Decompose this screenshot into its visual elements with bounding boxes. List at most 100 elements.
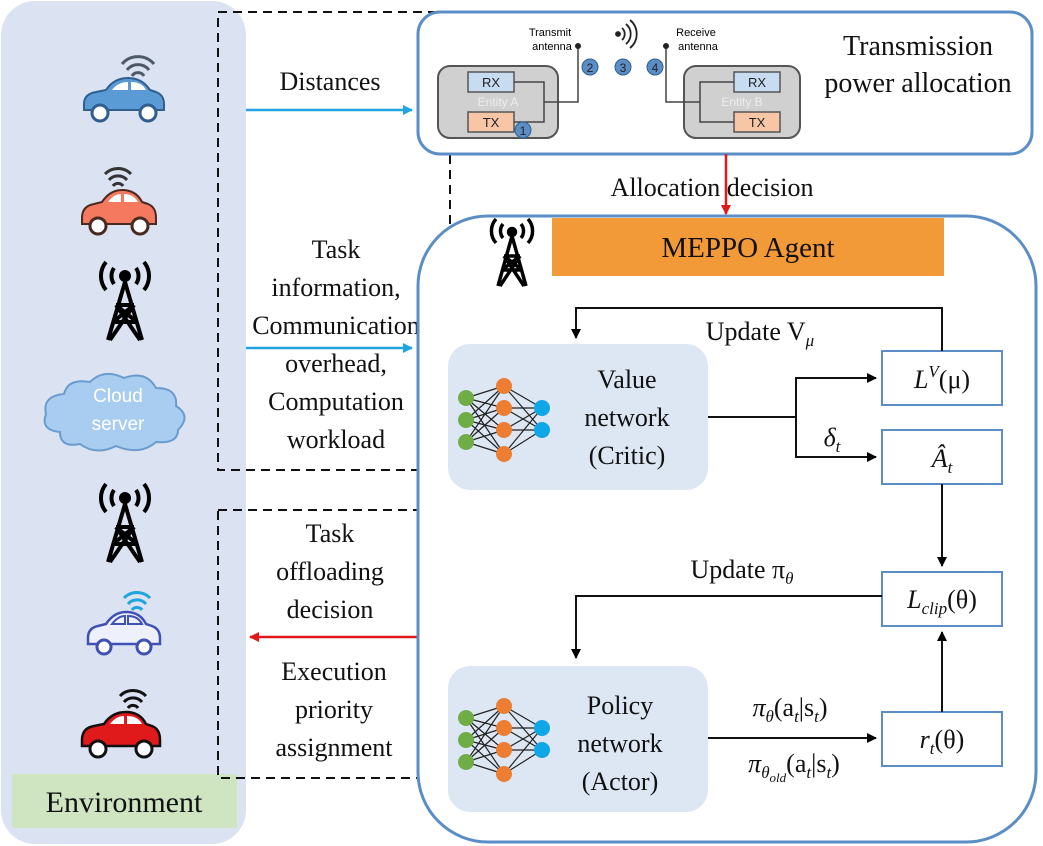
nn-node xyxy=(496,766,512,782)
pi-old-part: π xyxy=(748,749,762,778)
ratio-part: (θ) xyxy=(935,725,965,754)
ratio-part: r xyxy=(920,725,931,754)
pi-theta-part: t xyxy=(814,707,820,726)
nn-edge xyxy=(503,727,543,775)
nn-node xyxy=(496,400,512,416)
wireless-signal-icon xyxy=(615,19,638,49)
pi-old-part: ) xyxy=(831,749,840,778)
step-label: 2 xyxy=(587,61,594,75)
pi-old-part: old xyxy=(770,770,787,785)
task-info-line: Communication xyxy=(252,311,420,340)
pi-old-label: πθold(at|st) xyxy=(748,749,840,785)
ratio-box xyxy=(881,711,1003,767)
nn-node xyxy=(458,412,474,428)
distances-label: Distances xyxy=(279,67,380,96)
cell-tower-icon xyxy=(98,260,152,342)
tx-label: TX xyxy=(749,115,766,130)
entity-a-label: Entity A xyxy=(478,95,519,109)
loss-clip-label: Lclip(θ) xyxy=(906,585,977,618)
nn-node xyxy=(458,754,474,770)
pi-theta-part: (a xyxy=(774,693,795,722)
loss-clip-part: clip xyxy=(922,599,948,618)
car-icon xyxy=(83,55,165,123)
task-info-line: overhead, xyxy=(285,349,387,378)
step-badge xyxy=(614,58,632,76)
nn-node xyxy=(496,446,512,462)
advantage-part: Â xyxy=(930,444,948,473)
transmission-title: Transmission xyxy=(843,31,993,62)
pi-old-part: (a xyxy=(786,749,807,778)
transmission-title: power allocation xyxy=(824,68,1011,99)
ratio-part: t xyxy=(930,739,936,758)
car-icon xyxy=(80,689,162,759)
priority-label: Execution priority assignment xyxy=(276,657,394,762)
delta-label: δt xyxy=(824,423,842,456)
environment-label: Environment xyxy=(46,786,203,819)
policy-network-box xyxy=(448,666,708,812)
nn-edge xyxy=(465,385,505,421)
policy-network-label: network xyxy=(577,729,662,758)
to-loss-v-arrow xyxy=(795,373,877,417)
pi-theta-part: π xyxy=(752,693,766,722)
nn-edge xyxy=(503,407,543,455)
nn-edge xyxy=(465,407,505,443)
receive-antenna-label: Receive xyxy=(676,27,716,39)
pi-old-part: θ xyxy=(761,763,769,782)
loss-v-part: V xyxy=(928,362,941,381)
loss-v-label: LV(μ) xyxy=(913,362,970,394)
task-info-line: information, xyxy=(271,273,400,302)
nn-edge xyxy=(465,705,505,763)
nn-node xyxy=(534,422,550,438)
cloud-server-icon: Cloud server xyxy=(43,372,186,452)
loss-clip-box xyxy=(881,571,1003,627)
update-v-part: Update V xyxy=(706,317,806,346)
priority-line: assignment xyxy=(276,733,394,762)
pi-theta-part: ) xyxy=(819,693,828,722)
update-pi-part: θ xyxy=(785,569,793,588)
step-label: 3 xyxy=(620,61,627,75)
nn-edge xyxy=(465,705,505,741)
value-network-label: network xyxy=(584,403,669,432)
nn-node xyxy=(496,378,512,394)
update-v-arrow xyxy=(571,307,943,351)
receive-antenna-label: antenna xyxy=(678,41,719,53)
cloud-label: server xyxy=(92,414,145,435)
nn-node xyxy=(534,400,550,416)
nn-node xyxy=(458,434,474,450)
cell-tower-icon xyxy=(98,482,152,564)
car-icon xyxy=(81,167,157,236)
agent-title-bg xyxy=(552,218,944,276)
value-network-box xyxy=(448,344,708,490)
update-v-part: μ xyxy=(805,331,815,350)
policy-network-icon xyxy=(458,698,550,782)
nn-node xyxy=(458,732,474,748)
advantage-box xyxy=(881,429,1003,485)
pi-theta-part: |s xyxy=(799,693,814,722)
pi-theta-part: θ xyxy=(766,707,774,726)
pi-theta-part: t xyxy=(794,707,800,726)
ratio-label: rt(θ) xyxy=(920,725,965,758)
offloading-line: offloading xyxy=(276,557,384,586)
allocation-decision-label: Allocation decision xyxy=(611,173,814,202)
nn-edge xyxy=(465,739,505,775)
task-info-label: Task information, Communication overhead… xyxy=(252,235,420,454)
loss-clip-part: L xyxy=(906,585,921,614)
rx-label: RX xyxy=(482,75,500,90)
step-badge xyxy=(646,58,664,76)
nn-edge xyxy=(465,397,505,455)
pi-old-part: t xyxy=(806,763,812,782)
to-advantage-arrow xyxy=(795,417,877,462)
loss-v-part: (μ) xyxy=(939,365,970,394)
nn-node xyxy=(496,698,512,714)
loss-clip-part: (θ) xyxy=(947,585,977,614)
update-pi-label: Update πθ xyxy=(690,555,793,588)
nn-edge xyxy=(465,385,505,443)
policy-network-label: Policy xyxy=(587,691,653,720)
step-badge xyxy=(514,121,532,139)
nn-node xyxy=(458,390,474,406)
offloading-label: Task offloading decision xyxy=(276,519,384,624)
tx-label: TX xyxy=(483,115,500,130)
value-network-label: Value xyxy=(597,365,656,394)
